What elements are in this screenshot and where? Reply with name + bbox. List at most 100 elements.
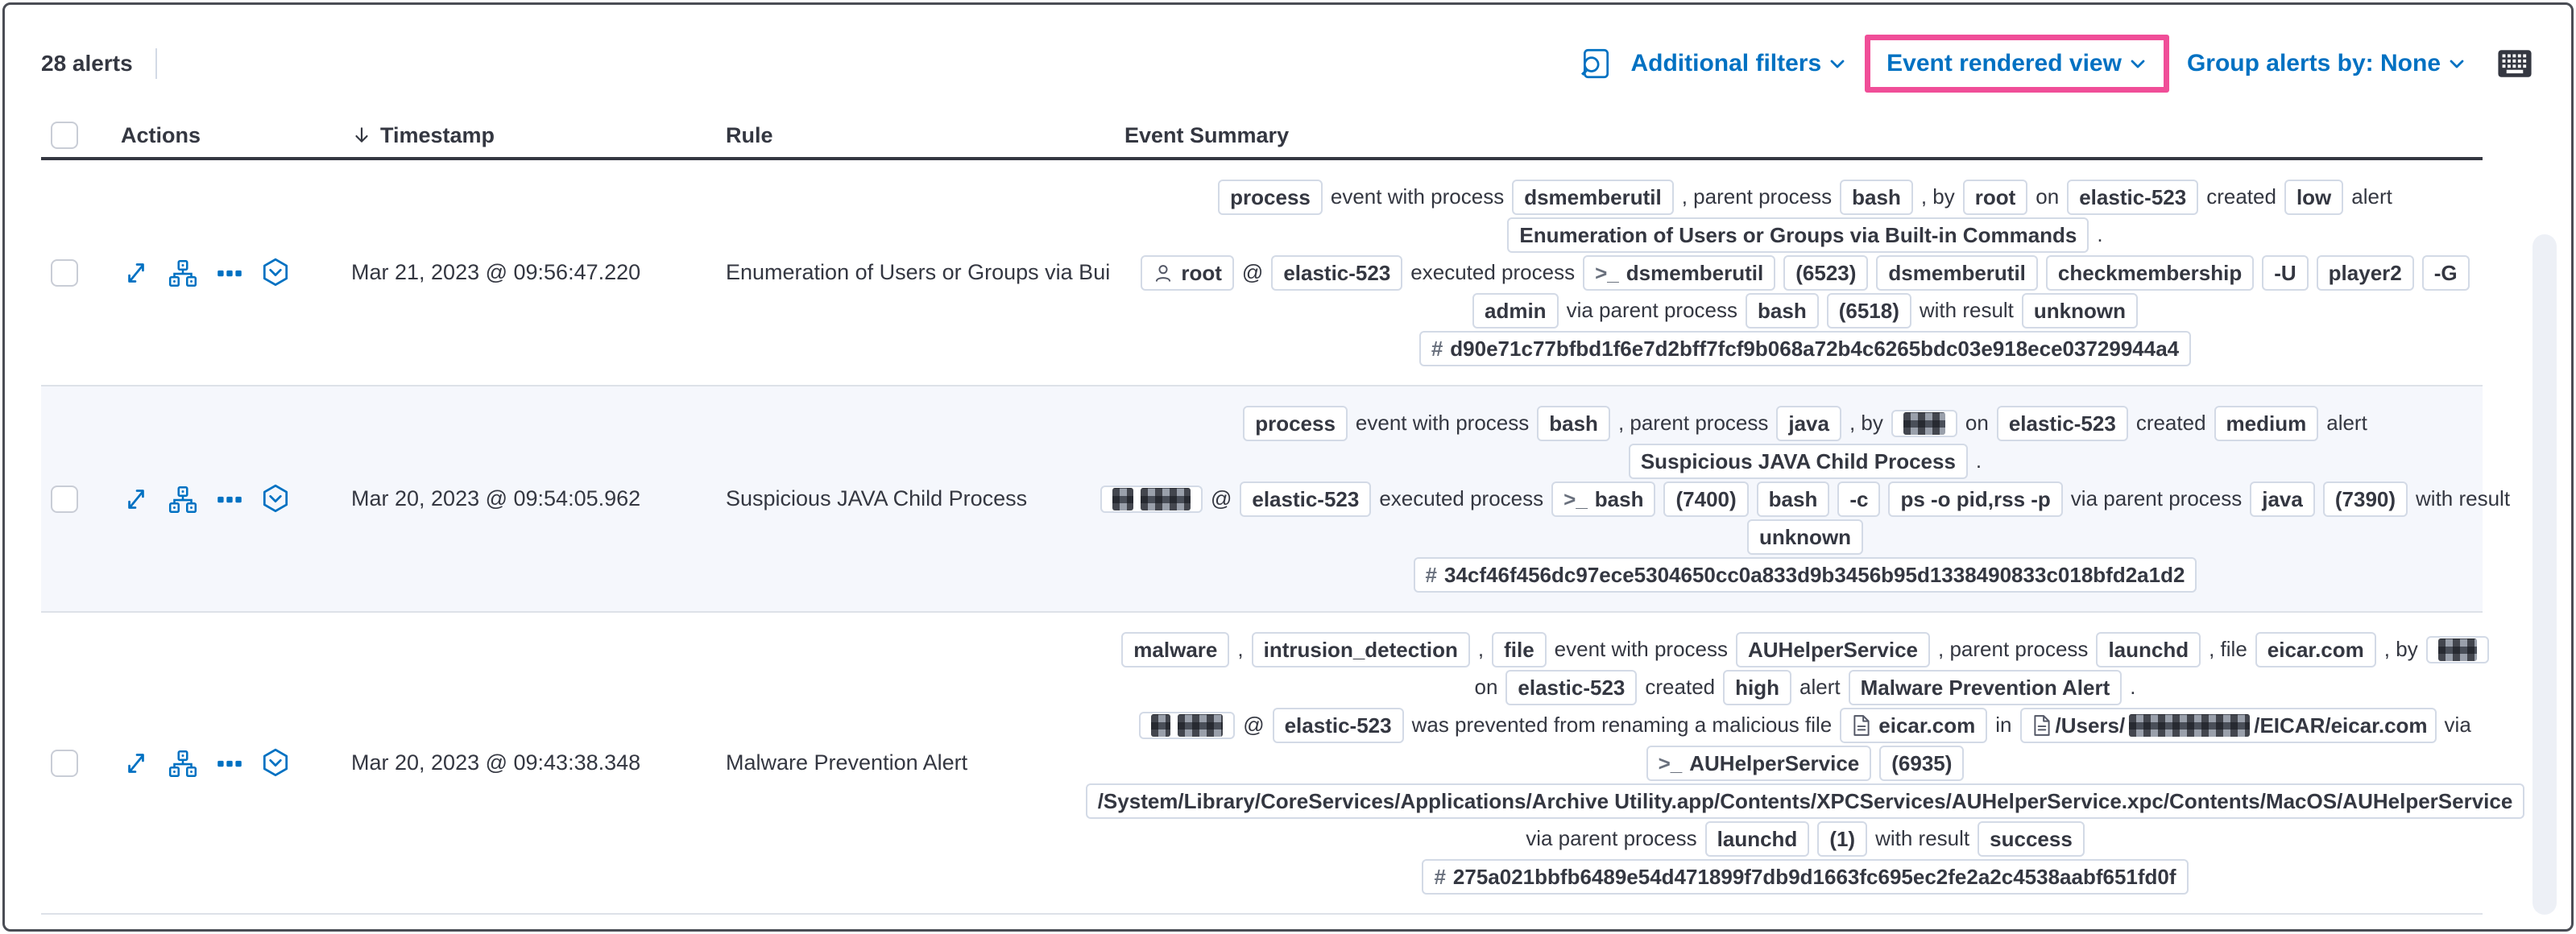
field-badge[interactable]: low	[2284, 179, 2344, 215]
field-badge[interactable]: elastic-523	[1240, 481, 1372, 517]
select-all-checkbox[interactable]	[51, 122, 78, 149]
field-badge[interactable]: java	[2250, 481, 2315, 517]
field-badge[interactable]: elastic-523	[1272, 707, 1404, 743]
process-badge[interactable]: >_AUHelperService	[1646, 745, 1872, 781]
summary-text: alert	[1799, 675, 1841, 699]
field-badge[interactable]: Malware Prevention Alert	[1848, 669, 2123, 705]
field-badge[interactable]: checkmembership	[2045, 254, 2255, 291]
hash-badge[interactable]: #d90e71c77bfbd1f6e7d2bff7fcf9b068a72b4c6…	[1418, 330, 2192, 366]
analyze-event-icon[interactable]	[167, 258, 199, 288]
field-badge[interactable]: launchd	[1704, 820, 1810, 857]
badge-text: /EICAR/eicar.com	[2254, 713, 2428, 738]
field-badge[interactable]: intrusion_detection	[1251, 631, 1470, 667]
process-badge[interactable]: >_dsmemberutil	[1583, 254, 1776, 291]
row-checkbox[interactable]	[51, 485, 78, 513]
field-badge[interactable]: bash	[1840, 179, 1913, 215]
badge-text: high	[1735, 675, 1779, 700]
redacted-badge[interactable]	[1100, 485, 1203, 513]
row-checkbox[interactable]	[51, 749, 78, 777]
column-header-event-summary[interactable]: Event Summary	[1124, 122, 1290, 147]
view-selector-dropdown[interactable]: Event rendered view	[1880, 50, 2154, 77]
badge-text: Enumeration of Users or Groups via Built…	[1519, 222, 2077, 247]
field-badge[interactable]: (7390)	[2322, 481, 2408, 517]
field-badge[interactable]: -c	[1837, 481, 1881, 517]
field-badge[interactable]: unknown	[2021, 292, 2138, 329]
expand-icon[interactable]	[121, 748, 151, 779]
field-badge[interactable]: (6518)	[1826, 292, 1911, 329]
vertical-scrollbar[interactable]	[2533, 234, 2557, 915]
event-summary-line: >_AUHelperService(6935)	[1646, 744, 1965, 782]
session-view-icon[interactable]	[260, 257, 291, 289]
analyze-event-icon[interactable]	[167, 484, 199, 515]
group-alerts-dropdown[interactable]: Group alerts by: None	[2180, 50, 2473, 77]
summary-text: , by	[2383, 637, 2418, 661]
inspect-icon[interactable]	[1579, 47, 1613, 81]
field-badge[interactable]: AUHelperService	[1736, 631, 1930, 667]
redacted-badge[interactable]	[1139, 711, 1236, 739]
field-badge[interactable]: elastic-523	[1505, 669, 1638, 705]
field-badge[interactable]: (6523)	[1783, 254, 1869, 291]
badge-text: elastic-523	[2079, 184, 2187, 209]
field-badge[interactable]: process	[1243, 405, 1348, 441]
field-badge[interactable]: process	[1218, 179, 1323, 215]
more-actions-icon[interactable]	[214, 484, 245, 515]
field-badge[interactable]: bash	[1746, 292, 1819, 329]
field-badge[interactable]: (7400)	[1663, 481, 1749, 517]
badge-text: dsmemberutil	[1626, 260, 1764, 285]
field-badge[interactable]: file	[1492, 631, 1547, 667]
field-badge[interactable]: /System/Library/CoreServices/Application…	[1085, 783, 2525, 819]
field-badge[interactable]: Suspicious JAVA Child Process	[1628, 443, 1968, 479]
field-badge[interactable]: player2	[2316, 254, 2414, 291]
field-badge[interactable]: Enumeration of Users or Groups via Built…	[1507, 217, 2089, 253]
keyboard-shortcuts-icon[interactable]	[2497, 49, 2533, 78]
field-badge[interactable]: elastic-523	[2067, 179, 2199, 215]
field-badge[interactable]: eicar.com	[2255, 631, 2376, 667]
additional-filters-dropdown[interactable]: Additional filters	[1624, 50, 1853, 77]
session-view-icon[interactable]	[260, 747, 291, 779]
analyze-event-icon[interactable]	[167, 748, 199, 779]
user-badge[interactable]: root	[1141, 254, 1234, 291]
redacted-value	[1178, 713, 1224, 737]
field-badge[interactable]: dsmemberutil	[1876, 254, 2038, 291]
field-badge[interactable]: elastic-523	[1271, 254, 1403, 291]
field-badge[interactable]: malware	[1121, 631, 1230, 667]
field-badge[interactable]: launchd	[2096, 631, 2201, 667]
field-badge[interactable]: -U	[2262, 254, 2309, 291]
field-badge[interactable]: high	[1723, 669, 1791, 705]
field-badge[interactable]: unknown	[1746, 519, 1864, 555]
expand-icon[interactable]	[121, 258, 151, 288]
field-badge[interactable]: admin	[1472, 292, 1559, 329]
field-badge[interactable]: success	[1978, 820, 2085, 857]
field-badge[interactable]: bash	[1756, 481, 1830, 517]
summary-text: in	[1995, 713, 2012, 737]
badge-text: admin	[1484, 298, 1547, 323]
table-header-row: Actions Timestamp Rule Event Summary	[41, 114, 2483, 160]
hash-badge[interactable]: #275a021bbfb6489e54d471899f7db9d1663fc69…	[1422, 858, 2189, 895]
field-badge[interactable]: elastic-523	[1996, 405, 2128, 441]
field-badge[interactable]: bash	[1537, 405, 1610, 441]
field-badge[interactable]: dsmemberutil	[1512, 179, 1674, 215]
column-header-rule[interactable]: Rule	[726, 122, 773, 147]
hash-badge[interactable]: #34cf46f456dc97ece5304650cc0a833d9b3456b…	[1413, 556, 2197, 593]
field-badge[interactable]: root	[1962, 179, 2028, 215]
badge-text: -G	[2433, 260, 2458, 285]
session-view-icon[interactable]	[260, 483, 291, 515]
redacted-badge[interactable]	[2425, 635, 2489, 663]
field-badge[interactable]: java	[1776, 405, 1841, 441]
field-badge[interactable]: ps -o pid,rss -p	[1888, 481, 2063, 517]
field-badge[interactable]: -G	[2421, 254, 2470, 291]
row-checkbox[interactable]	[51, 258, 78, 287]
file-badge[interactable]: /Users//EICAR/eicar.com	[2019, 707, 2437, 743]
summary-text: .	[2130, 675, 2136, 699]
more-actions-icon[interactable]	[214, 748, 245, 779]
redacted-badge[interactable]	[1891, 409, 1957, 437]
badge-text: elastic-523	[2008, 411, 2116, 436]
file-badge[interactable]: eicar.com	[1840, 707, 1988, 743]
field-badge[interactable]: medium	[2214, 405, 2319, 441]
field-badge[interactable]: (6935)	[1879, 745, 1965, 781]
more-actions-icon[interactable]	[214, 258, 245, 288]
column-header-timestamp[interactable]: Timestamp	[351, 123, 726, 148]
process-badge[interactable]: >_bash	[1551, 481, 1656, 517]
field-badge[interactable]: (1)	[1817, 820, 1868, 857]
expand-icon[interactable]	[121, 484, 151, 515]
